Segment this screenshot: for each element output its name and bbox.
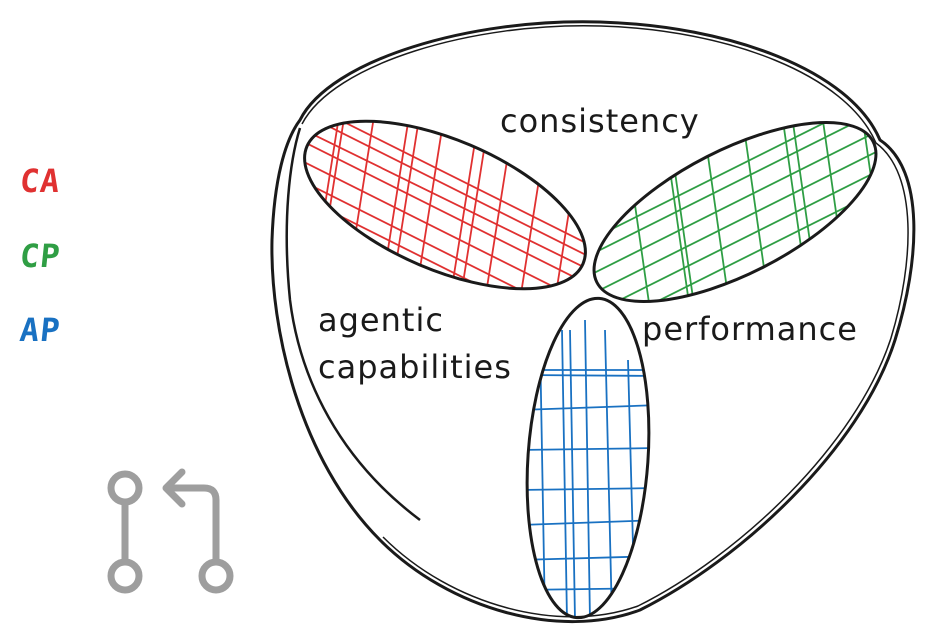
label-capabilities: capabilities (318, 348, 512, 386)
ap-petal (525, 296, 651, 620)
outer-inner-arc (285, 127, 421, 521)
legend-ca: CA (18, 162, 63, 200)
legend-ap: AP (18, 311, 63, 349)
outer-shape (270, 20, 916, 624)
pull-request-icon (107, 468, 234, 594)
cp-petal (592, 121, 878, 303)
label-consistency: consistency (500, 102, 700, 140)
label-performance: performance (642, 310, 858, 348)
legend-cp: CP (18, 237, 63, 275)
label-agentic: agentic (318, 301, 444, 339)
outer-shape-sketch (301, 24, 909, 618)
ca-petal (303, 119, 587, 291)
